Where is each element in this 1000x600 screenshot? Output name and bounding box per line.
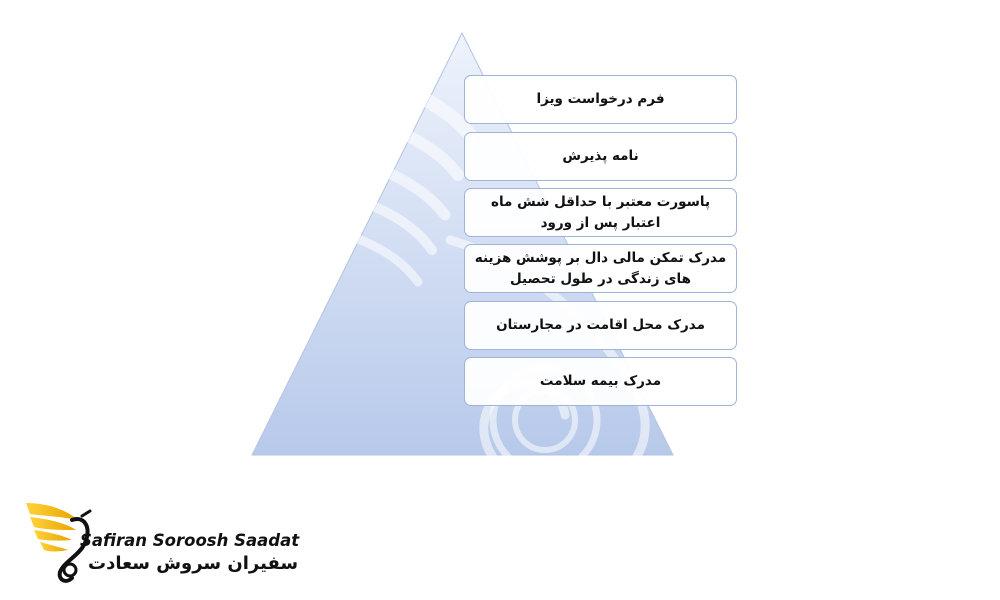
requirement-box-admission-letter: نامه پذیرش: [464, 132, 737, 181]
logo-emblem-icon: [26, 503, 92, 583]
logo-text-persian: سفیران سروش سعادت: [88, 553, 299, 574]
logo-text-english: Safiran Soroosh Saadat: [80, 531, 300, 550]
requirement-box-health-insurance: مدرک بیمه سلامت: [464, 357, 737, 406]
requirement-box-visa-form: فرم درخواست ویزا: [464, 75, 737, 124]
requirement-box-passport: پاسورت معتبر با حداقل شش ماه اعتبار پس ا…: [464, 188, 737, 237]
requirement-box-residence-proof: مدرک محل اقامت در مجارستان: [464, 301, 737, 350]
requirement-box-financial-proof: مدرک تمکن مالی دال بر پوشش هزینه های زند…: [464, 244, 737, 293]
